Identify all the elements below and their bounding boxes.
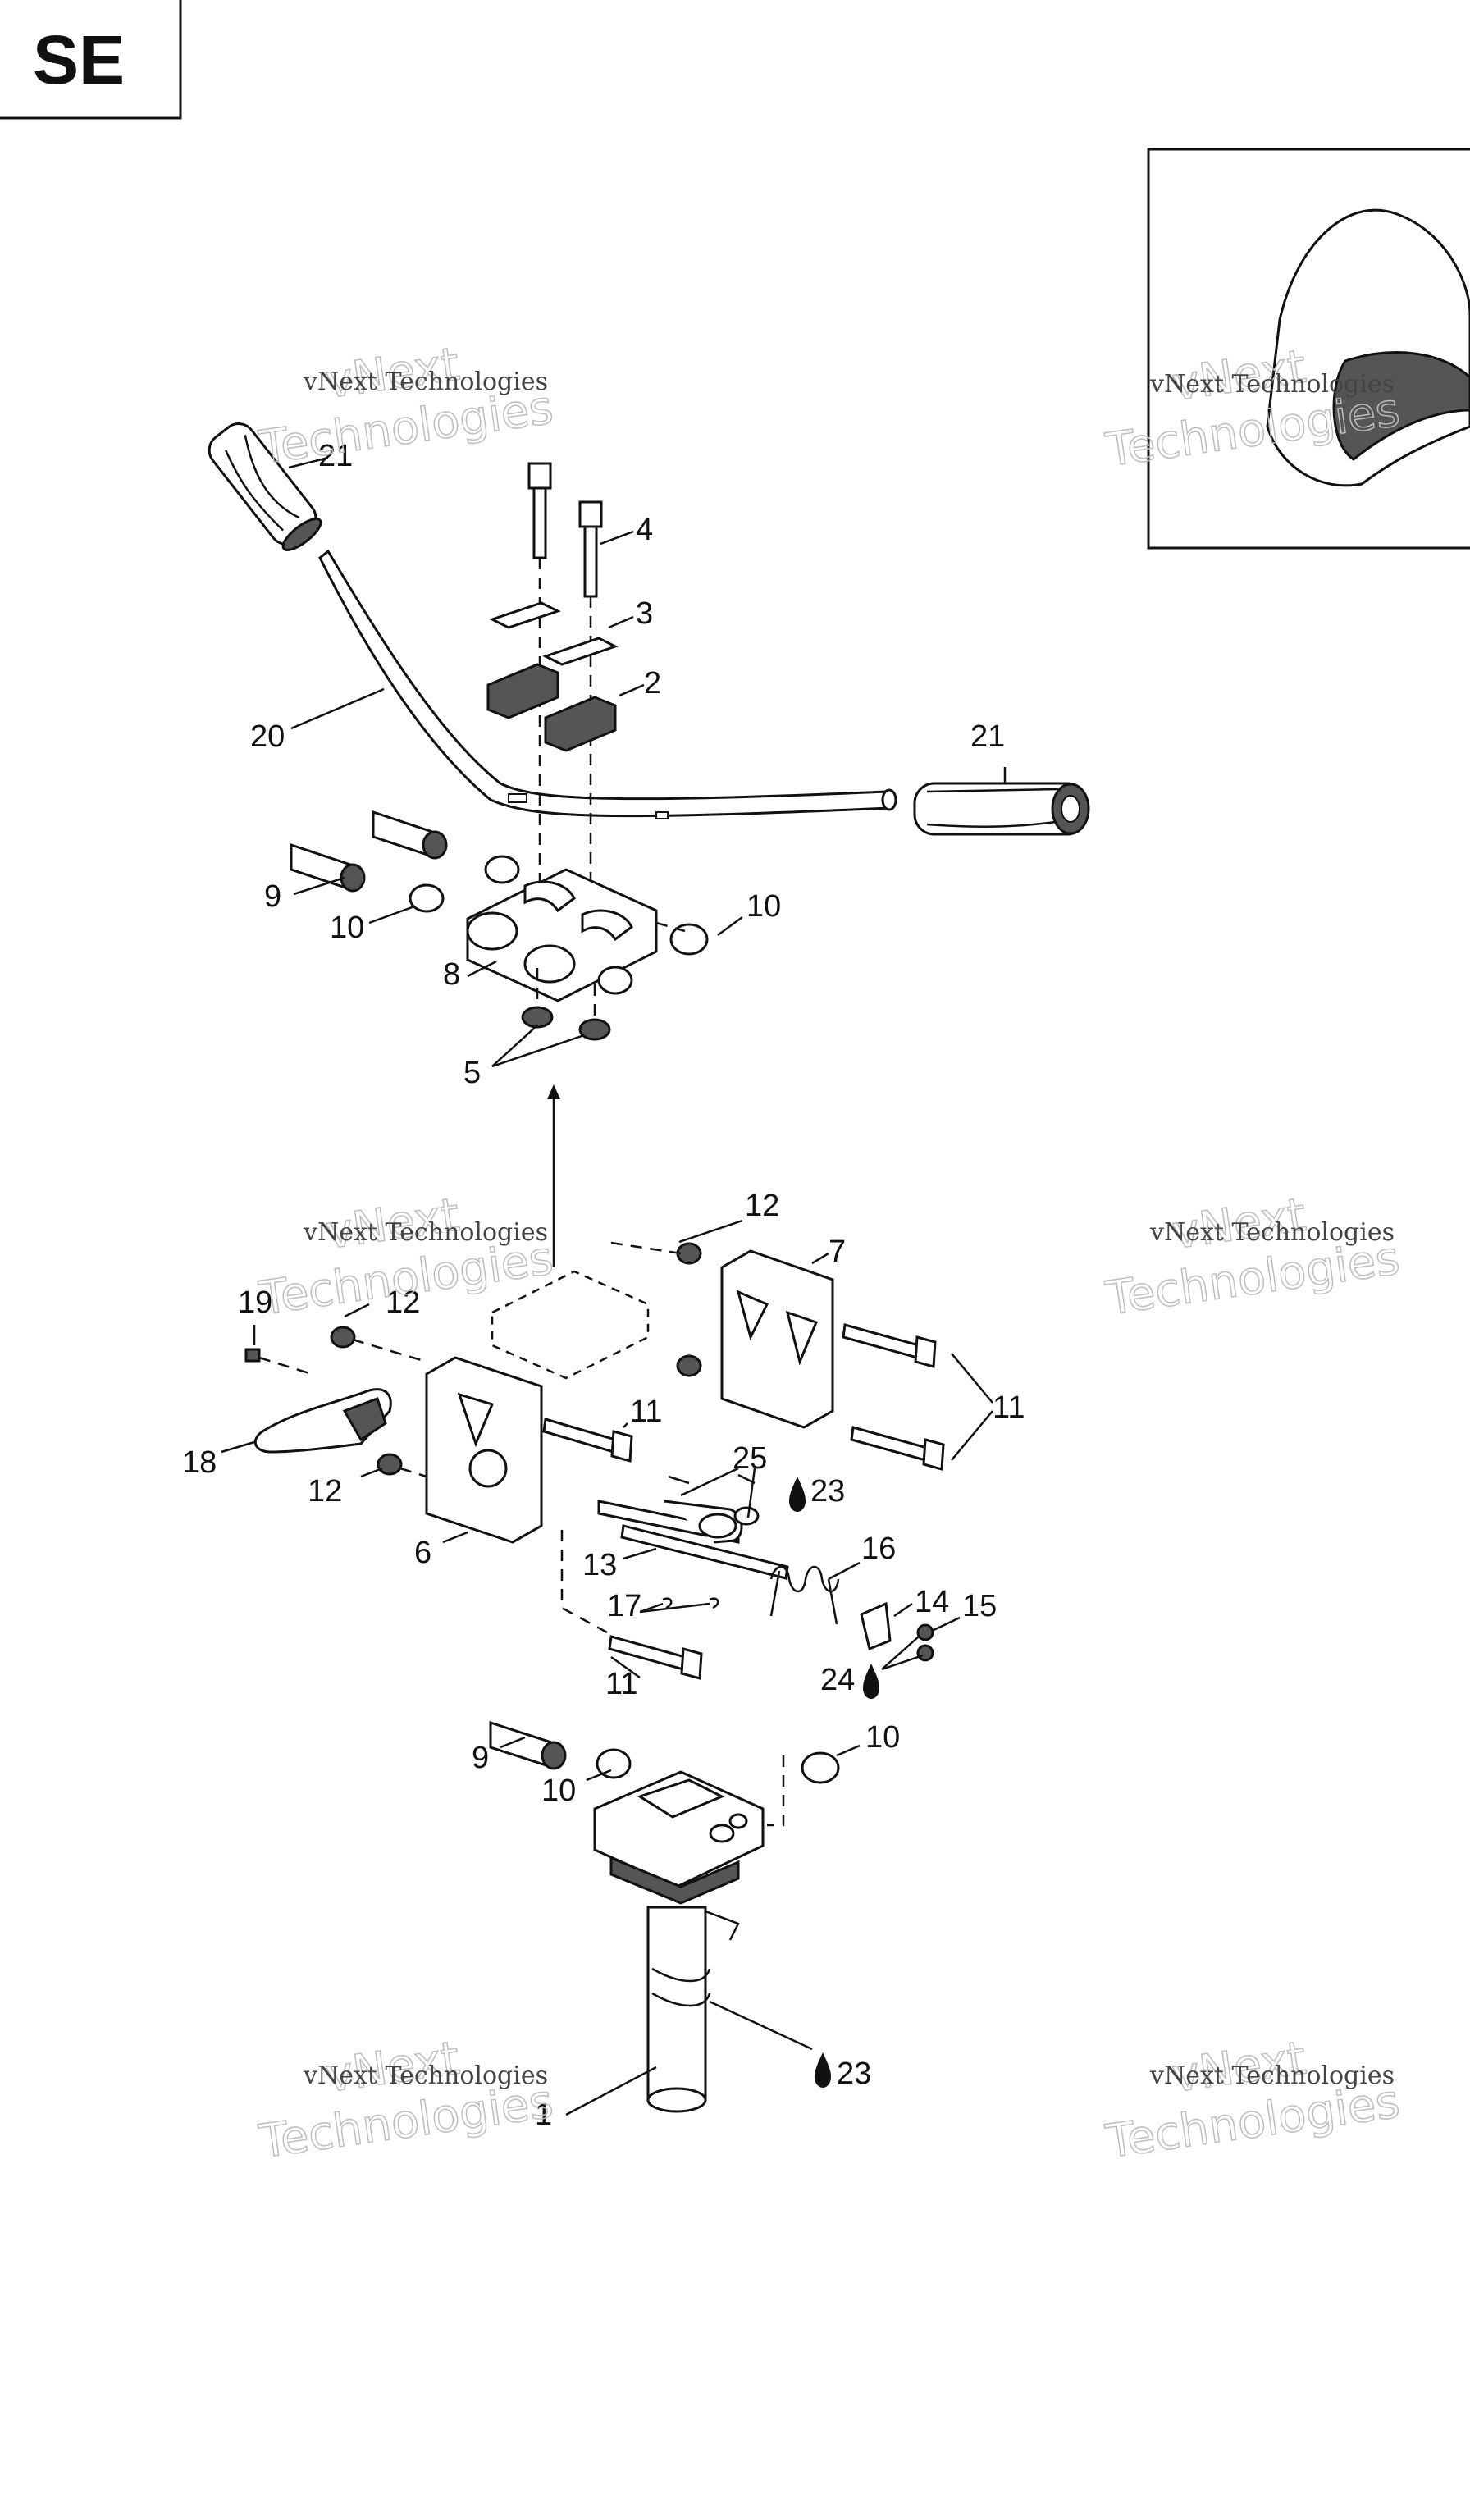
callout-6: 6 xyxy=(414,1536,431,1570)
callout-10: 10 xyxy=(865,1720,900,1755)
callout-8: 8 xyxy=(443,957,460,992)
bracket-bolts xyxy=(542,1323,945,1680)
detail-inset xyxy=(1147,148,1470,550)
watermark: vNext vNext Technologies Technologies xyxy=(1102,2031,1404,2170)
callout-16: 16 xyxy=(861,1532,896,1566)
callout-21: 21 xyxy=(318,439,353,473)
leader-lines xyxy=(221,456,1007,2116)
callout-25: 25 xyxy=(733,1441,767,1476)
callout-labels: 1 2 3 4 5 6 7 8 9 9 10 10 10 10 11 11 11… xyxy=(182,439,1025,2132)
steering-column xyxy=(489,1720,840,2113)
callout-15: 15 xyxy=(962,1589,997,1623)
callout-17: 17 xyxy=(607,1589,641,1623)
watermark: vNext vNext Technologies Technologies xyxy=(1102,1188,1404,1326)
riser-nuts xyxy=(521,968,611,1041)
callout-14: 14 xyxy=(915,1585,949,1619)
callout-18: 18 xyxy=(182,1445,217,1480)
callout-19: 19 xyxy=(238,1285,272,1320)
watermark-text: vNext Technologies xyxy=(303,2061,548,2090)
callout-23: 23 xyxy=(810,1474,845,1509)
watermark-text: vNext Technologies xyxy=(1149,370,1395,399)
shaft-assembly xyxy=(597,1500,934,1662)
watermark-text: vNext Technologies xyxy=(303,368,548,396)
callout-4: 4 xyxy=(636,513,653,547)
drop-icon xyxy=(863,1664,879,1699)
clamp-plates xyxy=(489,601,619,666)
watermark: vNext vNext Technologies Technologies xyxy=(255,1188,557,1326)
left-bracket xyxy=(425,1356,543,1544)
watermark-text: vNext Technologies xyxy=(1149,1218,1395,1247)
callout-24: 24 xyxy=(820,1663,855,1697)
callout-23: 23 xyxy=(837,2057,871,2091)
left-grip xyxy=(208,422,322,551)
callout-5: 5 xyxy=(463,1056,481,1090)
watermark-text: vNext Technologies xyxy=(303,1218,548,1247)
callout-9: 9 xyxy=(472,1741,489,1775)
clamp-bolts xyxy=(527,462,603,911)
callout-12: 12 xyxy=(386,1285,420,1320)
callout-12: 12 xyxy=(308,1474,342,1509)
callout-11: 11 xyxy=(993,1390,1025,1425)
bracket-washers xyxy=(330,1241,702,1478)
callout-11: 11 xyxy=(605,1667,637,1701)
watermark-text: vNext Technologies xyxy=(1149,2061,1395,2090)
drop-icon xyxy=(815,2052,831,2088)
right-bracket xyxy=(720,1249,834,1429)
callout-9: 9 xyxy=(264,879,281,914)
drop-icon xyxy=(789,1477,806,1512)
callout-11: 11 xyxy=(630,1395,662,1429)
callout-12: 12 xyxy=(745,1189,779,1223)
riser-phantom xyxy=(491,1270,650,1380)
callout-10: 10 xyxy=(330,911,364,945)
callout-1: 1 xyxy=(535,2098,552,2132)
upper-bushings xyxy=(290,810,709,995)
callout-13: 13 xyxy=(582,1548,617,1582)
clamp-caps xyxy=(486,663,617,752)
lever-and-screw xyxy=(244,1348,392,1454)
lubricant-icons xyxy=(789,1477,879,2088)
page-tag: SE xyxy=(0,0,182,120)
watermark: vNext vNext Technologies Technologies xyxy=(255,337,557,476)
right-grip xyxy=(913,782,1090,836)
assembly-arrow xyxy=(547,1084,560,1267)
callout-20: 20 xyxy=(250,719,285,754)
callout-3: 3 xyxy=(636,596,653,631)
handlebar-tube xyxy=(318,549,897,819)
callout-10: 10 xyxy=(541,1774,576,1808)
page-tag-text: SE xyxy=(33,21,125,98)
callout-10: 10 xyxy=(746,889,781,924)
callout-2: 2 xyxy=(644,666,661,701)
watermark: vNext vNext Technologies Technologies xyxy=(255,2031,557,2170)
callout-21: 21 xyxy=(970,719,1005,754)
callout-7: 7 xyxy=(829,1235,846,1269)
